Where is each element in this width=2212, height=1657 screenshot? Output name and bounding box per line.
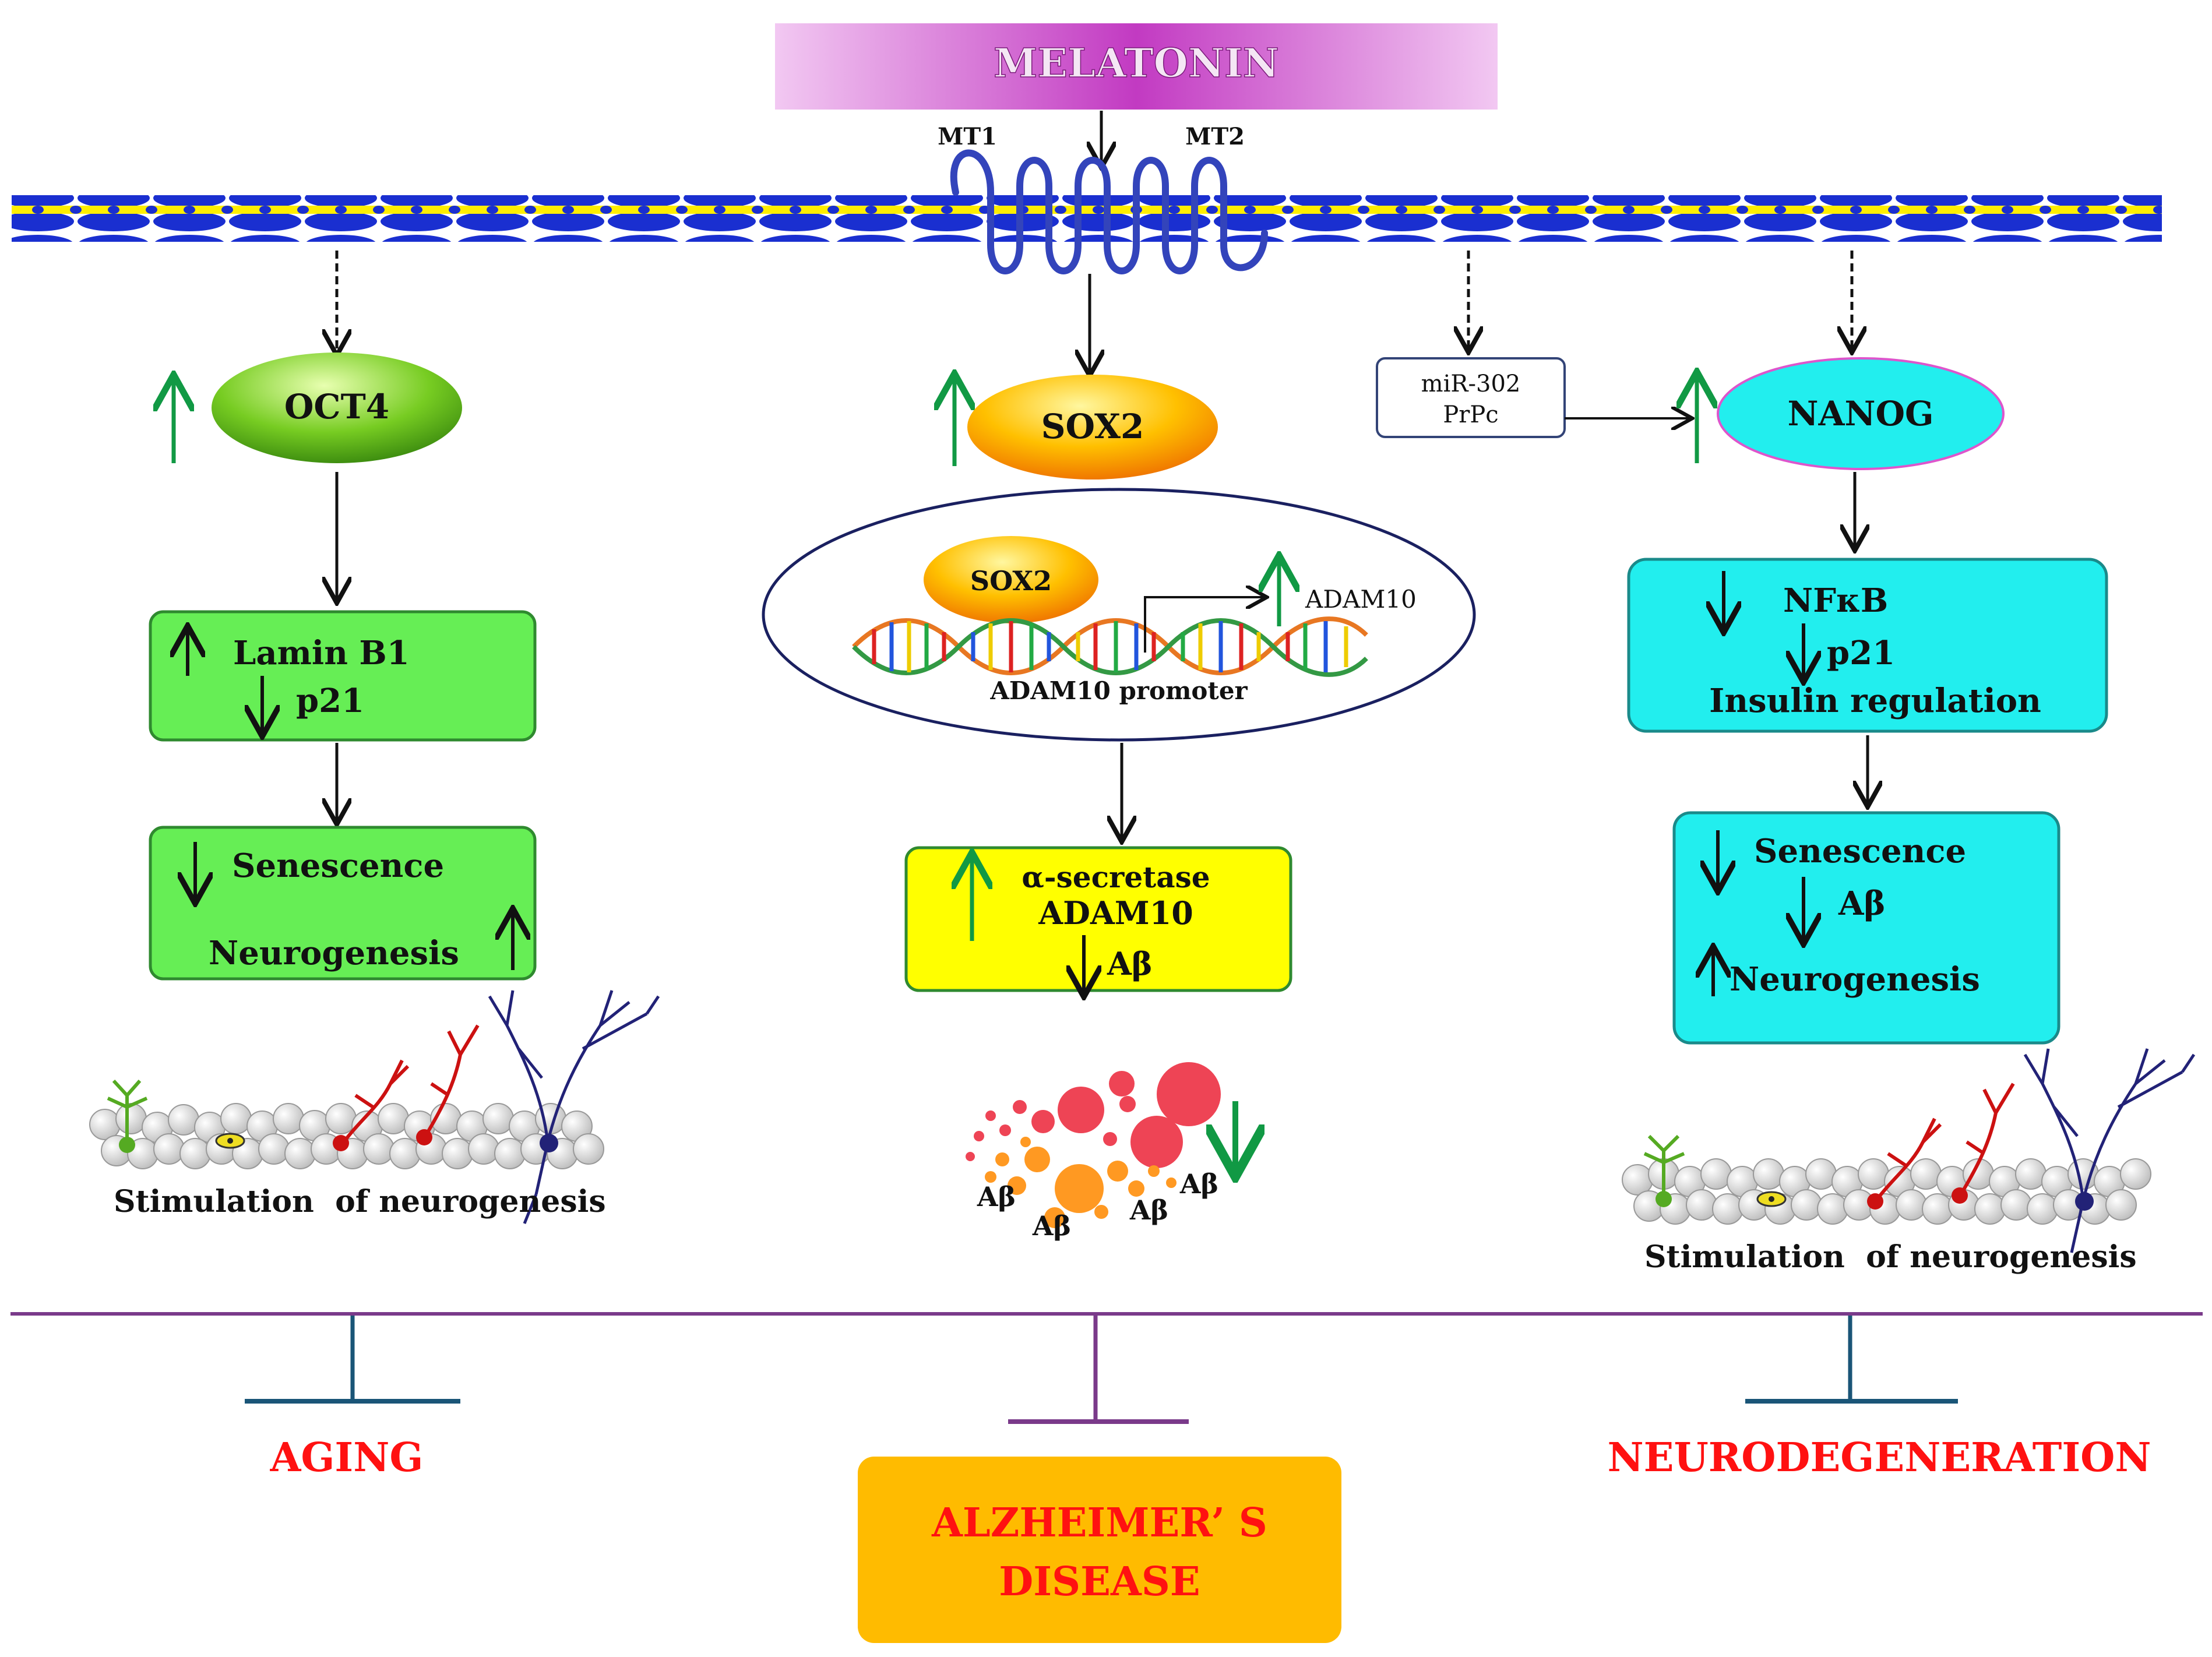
abeta-text-box: Aβ: [1107, 945, 1153, 982]
inhibition-neurodegeneration: [1745, 1316, 1958, 1404]
neurogenesis-illustration-left: [89, 990, 660, 1224]
nfkb-p21-text: p21: [1827, 634, 1895, 672]
abeta-label-4: Aβ: [1179, 1168, 1218, 1200]
p21-text: p21: [296, 682, 364, 720]
abeta-text-right: Aβ: [1838, 884, 1886, 923]
alzheimers-label-line1: ALZHEIMER’ S: [931, 1500, 1267, 1546]
dna-helix-icon: [852, 616, 1368, 677]
aging-label: AGING: [270, 1434, 424, 1481]
inhibition-alzheimers: [1008, 1316, 1189, 1424]
senescence-text-left: Senescence: [232, 847, 444, 885]
caption-right: Stimulation of neurogenesis: [1644, 1239, 2137, 1275]
mir302-text: miR-302: [1421, 371, 1521, 397]
prpc-text: PrPc: [1443, 401, 1498, 428]
senescence-box-left: [149, 826, 537, 981]
inhibition-aging: [245, 1316, 460, 1404]
amyloid-plaques-illustration: [966, 1062, 1221, 1228]
alzheimers-label-line2: DISEASE: [999, 1559, 1200, 1605]
neurogenesis-text-left: Neurogenesis: [209, 934, 459, 972]
cell-membrane: [12, 195, 2162, 242]
mt1-label: MT1: [938, 123, 997, 150]
melatonin-box: MELATONIN: [775, 23, 1498, 110]
oct4-label: OCT4: [284, 387, 389, 426]
adam10-text: ADAM10: [1038, 894, 1193, 932]
nanog-label: NANOG: [1787, 394, 1933, 433]
abeta-label-2: Aβ: [1032, 1210, 1071, 1242]
lamin-box: [149, 610, 537, 742]
adam10-gene-label: ADAM10: [1305, 585, 1417, 614]
neurogenesis-text-right: Neurogenesis: [1730, 960, 1980, 999]
melatonin-label: MELATONIN: [994, 40, 1279, 87]
sox2-label: SOX2: [1041, 407, 1144, 446]
abeta-label-3: Aβ: [1129, 1194, 1168, 1226]
nfkb-text: NFκB: [1783, 581, 1888, 620]
alzheimers-box: [858, 1457, 1341, 1643]
insulin-regulation-text: Insulin regulation: [1709, 682, 2041, 720]
transcription-arrow: [1144, 597, 1264, 653]
receptor-icon: [950, 149, 1268, 274]
abeta-label-1: Aβ: [977, 1181, 1016, 1212]
nfkb-box: [1627, 558, 2108, 733]
senescence-box-right: [1672, 811, 2060, 1045]
mir302-box: [1376, 357, 1566, 438]
adam10-promoter-label: ADAM10 promoter: [989, 676, 1248, 705]
senescence-text-right: Senescence: [1754, 832, 1966, 870]
mt2-label: MT2: [1185, 123, 1245, 150]
lamin-b1-text: Lamin B1: [233, 634, 410, 672]
nanog-node: [1717, 357, 2005, 470]
nucleus-sox2-node: [924, 536, 1098, 623]
neurodegeneration-label: NEURODEGENERATION: [1607, 1434, 2151, 1481]
caption-left: Stimulation of neurogenesis: [114, 1184, 606, 1219]
sox2-node: [967, 375, 1218, 480]
nucleus-sox2-label: SOX2: [970, 565, 1052, 597]
alpha-secretase-text: α-secretase: [1022, 860, 1210, 894]
oct4-node: [212, 352, 462, 463]
neurogenesis-illustration-right: [1622, 1048, 2196, 1253]
